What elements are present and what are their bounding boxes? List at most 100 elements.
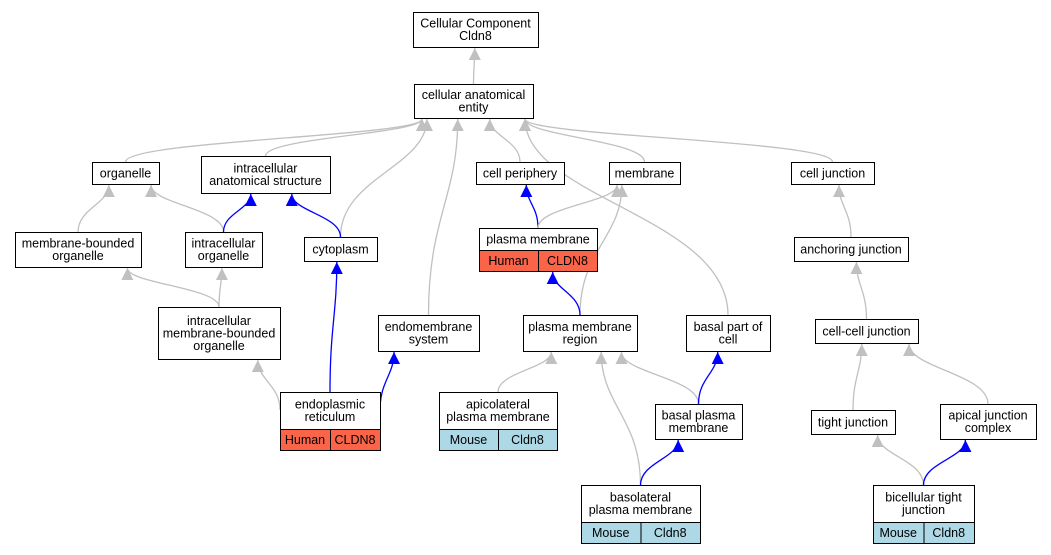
node-cyto[interactable]: cytoplasm: [304, 237, 378, 262]
node-label-line: Cldn8: [459, 29, 492, 43]
node-label-line: Cellular Component: [420, 17, 531, 31]
node-aj[interactable]: anchoring junction: [794, 237, 909, 262]
node-box: [811, 410, 896, 435]
node-box: [304, 237, 378, 262]
edge-bpm-to-pmr: [615, 351, 700, 405]
edge-cj-to-cae: [519, 118, 834, 163]
node-label-line: apicolateral: [466, 398, 530, 412]
edge-tj-to-ccj: [852, 343, 868, 411]
edge-ccj-to-aj: [850, 261, 868, 320]
edge-blpm-to-bpm: [639, 439, 685, 486]
node-label-line: membrane: [669, 421, 729, 435]
edge-cp-to-cae: [483, 118, 521, 163]
edge-ajc-to-ccj: [903, 343, 989, 405]
node-label-line: cytoplasm: [312, 242, 368, 256]
node-label-line: reticulum: [305, 410, 356, 424]
node-box: [791, 162, 875, 185]
node-label-line: organelle: [100, 166, 151, 180]
node-label-line: intracellular: [192, 237, 256, 251]
node-label-line: organelle: [198, 249, 249, 263]
gene-cell: [538, 250, 598, 272]
node-label-line: bicellular tight: [885, 491, 962, 505]
node-label-line: plasma membrane: [528, 320, 632, 334]
edge-imbo-to-mbo: [121, 267, 220, 308]
node-label-line: cell-cell junction: [822, 324, 910, 338]
node-box: [476, 162, 565, 185]
edge-pm-to-cp: [520, 184, 539, 229]
node-box: [378, 315, 480, 352]
node-label-line: system: [409, 333, 449, 347]
edge-er-to-es: [379, 351, 401, 411]
node-cp[interactable]: cell periphery: [476, 162, 565, 185]
node-box: [794, 237, 909, 262]
edge-cyto-to-ias: [285, 193, 342, 238]
node-label-line: cell periphery: [483, 166, 558, 180]
node-label-line: organelle: [52, 249, 103, 263]
edge-io-to-ias: [222, 193, 257, 233]
node-label-line: intracellular: [234, 162, 298, 176]
node-label-line: endoplasmic: [295, 398, 365, 412]
gene-label: CLDN8: [547, 254, 588, 268]
species-label: Mouse: [879, 526, 917, 540]
edge-imbo-to-io: [215, 267, 228, 308]
node-box: [940, 404, 1037, 440]
node-label-line: plasma membrane: [446, 410, 550, 424]
edge-btj-to-ajc: [922, 439, 972, 486]
node-label-line: basolateral: [610, 491, 671, 505]
node-box: [686, 315, 771, 352]
node-label-line: endomembrane: [385, 320, 473, 334]
gene-label: CLDN8: [335, 433, 376, 447]
node-organelle[interactable]: organelle: [92, 162, 160, 185]
node-label-line: junction: [901, 503, 945, 517]
edge-organelle-to-cae: [124, 118, 428, 163]
node-cj[interactable]: cell junction: [791, 162, 875, 185]
node-label-line: organelle: [193, 339, 244, 353]
edge-blpm-to-pmr: [595, 351, 642, 486]
node-label-line: plasma membrane: [589, 503, 693, 517]
gene-cell: [640, 522, 701, 544]
node-label-line: anchoring junction: [800, 242, 902, 256]
edge-mbo-to-organelle: [77, 184, 115, 233]
gene-label: Cldn8: [932, 526, 965, 540]
node-label-line: region: [563, 333, 598, 347]
node-label-line: cell: [719, 333, 738, 347]
node-label-line: intracellular: [187, 314, 251, 328]
species-label: Mouse: [592, 526, 630, 540]
edge-pm-to-membrane: [537, 184, 623, 229]
edge-bpm-to-bpc: [697, 351, 724, 405]
edge-apm-to-pmr: [497, 351, 558, 393]
node-box: [414, 84, 534, 119]
node-box: [92, 162, 160, 185]
edge-pmr-to-pm: [546, 271, 581, 316]
node-box: [523, 315, 638, 352]
node-tj[interactable]: tight junction: [811, 410, 896, 435]
node-box: [15, 232, 142, 268]
node-label-line: tight junction: [818, 415, 888, 429]
node-label-line: anatomical structure: [209, 174, 322, 188]
node-label-line: apical junction: [948, 409, 1027, 423]
node-box: [201, 156, 331, 194]
edge-aj-to-cj: [832, 184, 852, 238]
node-box: [158, 307, 281, 360]
node-membrane[interactable]: membrane: [609, 162, 681, 185]
node-label-line: plasma membrane: [486, 232, 590, 246]
node-ccj[interactable]: cell-cell junction: [815, 319, 919, 344]
node-label-line: complex: [965, 421, 1012, 435]
